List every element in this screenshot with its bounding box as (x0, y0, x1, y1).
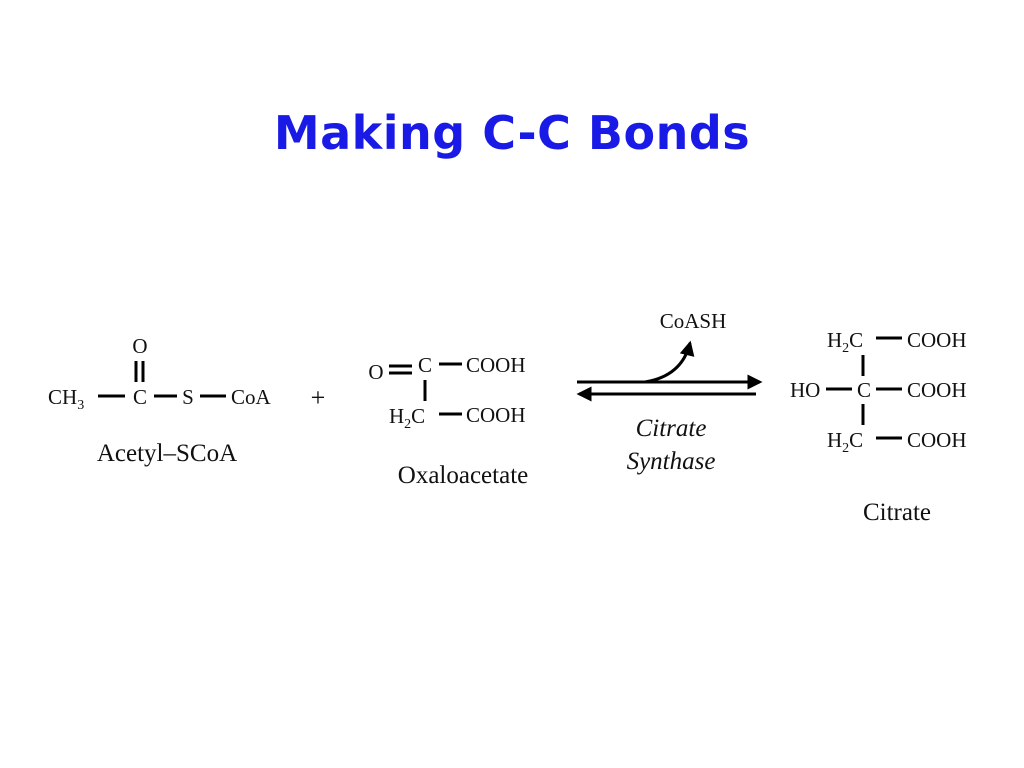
oxaloacetate-methylene-h: H (389, 404, 404, 428)
coash-release-arrow (644, 340, 695, 384)
oxaloacetate-label: Oxaloacetate (398, 462, 528, 489)
coash-byproduct: CoASH (660, 309, 727, 333)
oxaloacetate-methylene-subscript: 2 (404, 417, 411, 432)
oxaloacetate-methylene-carbon: C (411, 404, 425, 428)
plus-sign: + (311, 383, 326, 412)
acetyl-sulfur-atom: S (182, 385, 194, 409)
acetyl-carbonyl-carbon: C (133, 385, 147, 409)
acetyl-methyl-group: CH3 (48, 385, 84, 413)
citrate-top-methylene-h: H (827, 328, 842, 352)
acetyl-oxygen-atom: O (132, 334, 147, 358)
citrate-hydroxyl: HO (790, 378, 820, 402)
enzyme-name-line1: Citrate (636, 415, 707, 442)
citrate-cooh-mid: COOH (907, 378, 967, 402)
enzyme-name-line2: Synthase (627, 448, 716, 475)
citrate-structure: H2C COOH HO C COOH H2C COOH Citrate (790, 328, 967, 526)
oxaloacetate-methylene: H2C (389, 404, 425, 432)
acetyl-methyl-subscript: 3 (77, 398, 84, 413)
slide-title: Making C-C Bonds (273, 106, 751, 160)
citrate-top-methylene-subscript: 2 (842, 341, 849, 356)
oxaloacetate-cooh-top: COOH (466, 353, 526, 377)
acetyl-coa-group: CoA (231, 385, 272, 409)
citrate-bottom-methylene: H2C (827, 428, 863, 456)
oxaloacetate-carbonyl-carbon: C (418, 353, 432, 377)
citrate-top-methylene: H2C (827, 328, 863, 356)
oxaloacetate-cooh-bottom: COOH (466, 403, 526, 427)
oxaloacetate-oxygen-atom: O (368, 360, 383, 384)
acetyl-methyl-ch: CH (48, 385, 77, 409)
citrate-bottom-methylene-subscript: 2 (842, 441, 849, 456)
citrate-bottom-methylene-h: H (827, 428, 842, 452)
citrate-central-carbon: C (857, 378, 871, 402)
acetyl-scoa-label: Acetyl–SCoA (97, 440, 237, 467)
citrate-label: Citrate (863, 499, 931, 526)
citrate-top-methylene-carbon: C (849, 328, 863, 352)
citrate-cooh-bottom: COOH (907, 428, 967, 452)
equilibrium-arrows: CoASH Citrate Synthase (576, 309, 763, 475)
oxaloacetate-structure: O C COOH H2C COOH Oxaloacetate (368, 353, 528, 489)
citrate-cooh-top: COOH (907, 328, 967, 352)
citrate-bottom-methylene-carbon: C (849, 428, 863, 452)
acetyl-scoa-structure: O CH3 C S CoA Acetyl–SCoA (48, 334, 272, 467)
